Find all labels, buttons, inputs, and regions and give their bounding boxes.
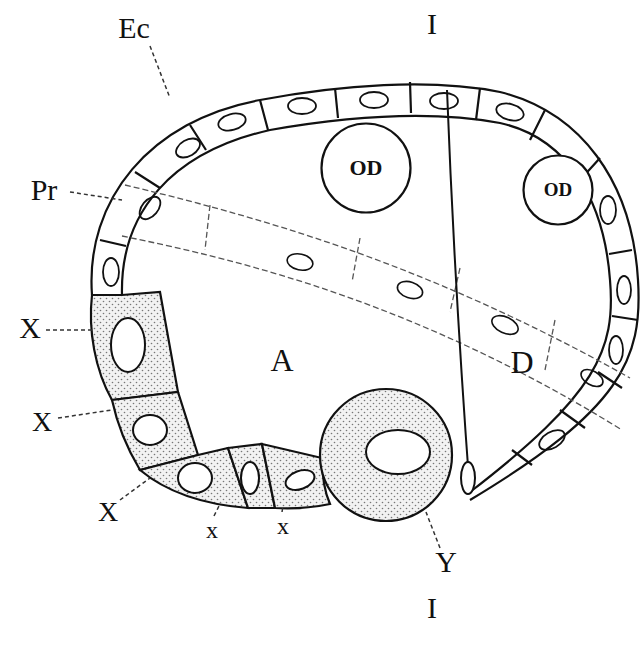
cell-label: X bbox=[32, 408, 52, 436]
region-label: I bbox=[427, 593, 437, 623]
quadrant-label: A bbox=[270, 344, 293, 376]
node-text: OD bbox=[544, 179, 573, 201]
cell-label: x bbox=[206, 518, 218, 542]
oil-drop-circle: OD bbox=[522, 154, 594, 226]
quadrant-label: D bbox=[510, 346, 533, 378]
oil-drop-circle: OD bbox=[320, 122, 412, 214]
cell-label: X bbox=[19, 313, 41, 343]
node-text: OD bbox=[350, 155, 383, 181]
cell-label: Y bbox=[435, 547, 457, 577]
part-label: Pr bbox=[31, 175, 58, 205]
region-label: I bbox=[427, 9, 437, 39]
cell-label: x bbox=[277, 514, 289, 538]
cell-label: X bbox=[98, 498, 118, 526]
part-label: Ec bbox=[118, 13, 150, 43]
